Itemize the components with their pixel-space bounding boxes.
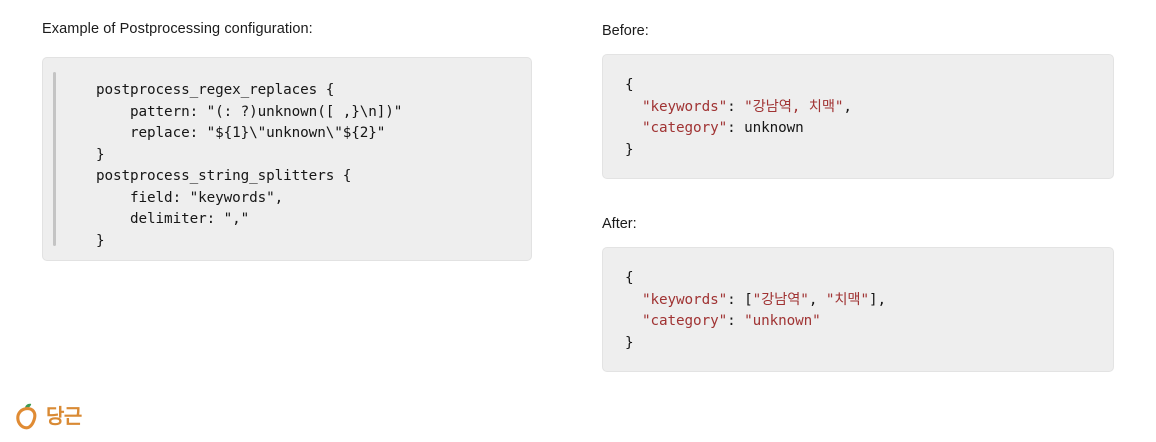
colon: : — [727, 98, 745, 115]
brand-logo: 당근 — [15, 402, 82, 430]
postprocessing-example-section: Example of Postprocessing configuration:… — [42, 20, 532, 261]
colon: : — [727, 291, 745, 308]
brand-wordmark: 당근 — [46, 404, 82, 428]
before-key-category: "category" — [642, 120, 728, 136]
before-value-category: unknown — [744, 120, 804, 136]
colon: : — [727, 313, 745, 329]
comma: , — [843, 98, 852, 115]
page-title: Example of Postprocessing configuration: — [42, 21, 313, 37]
after-value-keyword-1: "강남역" — [752, 291, 809, 308]
before-value-keywords: "강남역, 치맥" — [744, 98, 844, 115]
after-key-keywords: "keywords" — [642, 291, 728, 308]
before-json-text: { "keywords": "강남역, 치맥", "category": unk… — [625, 75, 1113, 161]
code-block-accent-bar — [53, 72, 56, 246]
separator: , — [808, 291, 826, 308]
before-after-section: Before: { "keywords": "강남역, 치맥", "catego… — [602, 22, 1114, 372]
after-key-category: "category" — [642, 313, 728, 329]
carrot-icon — [16, 403, 37, 430]
after-label: After: — [602, 216, 637, 232]
after-json-text: { "keywords": ["강남역", "치맥"], "category":… — [625, 268, 1113, 354]
brace-open: { — [625, 270, 634, 286]
before-label: Before: — [602, 23, 649, 39]
after-value-keyword-2: "치맥" — [825, 291, 869, 308]
brace-close: } — [625, 334, 634, 351]
brace-close: } — [625, 141, 634, 158]
bracket-open: [ — [744, 291, 753, 308]
comma: , — [877, 291, 886, 308]
bracket-close: ] — [868, 291, 878, 308]
colon: : — [727, 120, 745, 136]
before-json-block: { "keywords": "강남역, 치맥", "category": unk… — [602, 54, 1114, 179]
before-key-keywords: "keywords" — [642, 98, 728, 115]
config-code-block: postprocess_regex_replaces { pattern: "(… — [42, 57, 532, 261]
brace-open: { — [625, 77, 634, 93]
after-json-block: { "keywords": ["강남역", "치맥"], "category":… — [602, 247, 1114, 372]
config-code-text: postprocess_regex_replaces { pattern: "(… — [96, 82, 403, 249]
after-value-category: "unknown" — [744, 313, 821, 329]
